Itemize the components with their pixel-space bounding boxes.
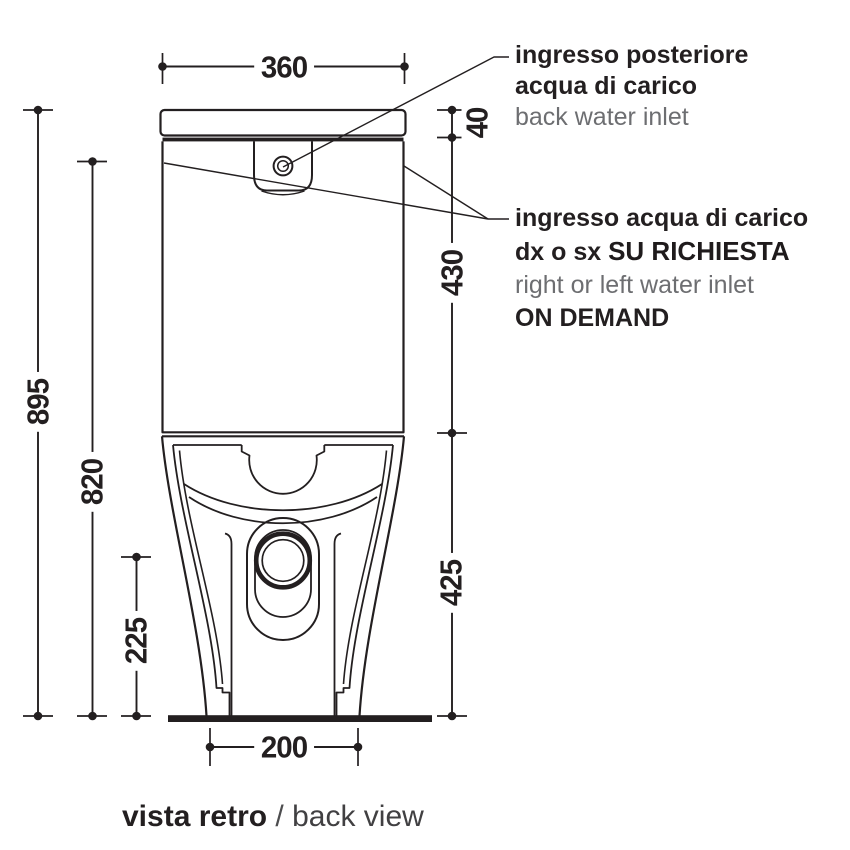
cistern-lid	[159, 108, 407, 137]
drain-pipe-circle-inner	[261, 538, 305, 583]
channel-rail-right	[333, 532, 342, 716]
arch-curve-lower	[188, 496, 378, 525]
leader-right-inlet	[403, 165, 489, 220]
leader-back-inlet	[282, 56, 509, 168]
drain-keyhole-outer	[246, 517, 320, 641]
dimension-lines	[23, 53, 467, 766]
base-outer-left	[160, 436, 208, 717]
base-band-right	[342, 450, 388, 685]
leader-lines	[163, 56, 509, 220]
base-band-left	[178, 450, 224, 685]
annotation-line-emphasis: ON DEMAND	[515, 304, 670, 332]
annotation-line: dx o sx SU RICHIESTA	[515, 235, 808, 269]
dim-label-430: 430	[435, 243, 470, 303]
arch-curve-upper	[183, 483, 383, 512]
base-inner-profile-right	[335, 444, 394, 716]
ground-line	[168, 715, 432, 722]
base-inner-profile-left	[172, 444, 231, 716]
drain-keyhole-inner	[254, 529, 312, 618]
annotation-text-prefix: dx o sx	[515, 238, 609, 266]
annotation-line: ingresso posteriore	[515, 41, 749, 69]
toilet-outline	[159, 108, 432, 722]
base-outer-right	[358, 436, 406, 717]
leader-left-inlet	[163, 162, 489, 220]
channel-rail-left	[224, 532, 233, 716]
tank-body	[161, 141, 405, 434]
dim-label-895: 895	[20, 372, 55, 432]
annotation-line-translation: back water inlet	[515, 103, 689, 131]
annotation-line: acqua di carico	[515, 72, 698, 100]
siphon-bell-outline	[240, 445, 326, 495]
water-inlet-hole	[272, 155, 294, 177]
dim-label-40: 40	[460, 100, 495, 146]
drawing-caption: vista retro / back view	[122, 800, 424, 834]
caption-italian: vista retro	[122, 800, 268, 833]
annotation-text-emphasis: SU RICHIESTA	[608, 236, 790, 266]
dim-label-820: 820	[75, 452, 110, 512]
caption-separator: /	[267, 800, 293, 833]
lid-seam	[162, 137, 404, 142]
water-inlet-hole-inner	[276, 159, 290, 173]
tank-top-recess	[253, 141, 313, 192]
annotation-side-water-inlet: ingresso acqua di carico dx o sx SU RICH…	[515, 202, 808, 335]
dim-label-360: 360	[253, 51, 314, 82]
dimension-endpoint-dots	[33, 62, 457, 752]
annotation-line-translation: right or left water inlet	[515, 271, 754, 299]
annotation-line: ingresso acqua di carico	[515, 204, 809, 232]
drain-pipe-circle	[253, 531, 313, 590]
dim-label-425: 425	[433, 553, 468, 613]
recess-shadow-line	[261, 190, 305, 196]
annotation-back-water-inlet: ingresso posteriore acqua di carico back…	[515, 40, 748, 133]
dim-label-225: 225	[119, 611, 154, 671]
caption-english: back view	[292, 800, 424, 833]
pedestal-base	[160, 435, 406, 717]
dim-label-200: 200	[254, 731, 314, 763]
